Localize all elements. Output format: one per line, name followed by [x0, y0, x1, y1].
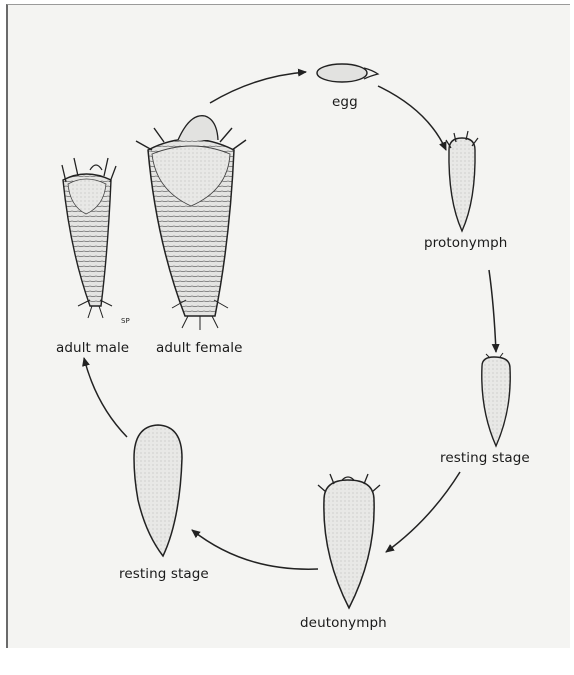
- adult-male-icon: [62, 158, 116, 318]
- arrow-female-to-egg: [210, 72, 306, 103]
- protonymph-label: protonymph: [424, 235, 507, 251]
- resting-stage-right-label: resting stage: [440, 450, 530, 466]
- artist-signature: SP: [121, 317, 130, 325]
- egg-label: egg: [332, 94, 358, 110]
- arrow-deutonymph-to-resting: [192, 530, 318, 569]
- egg-icon: [317, 64, 378, 82]
- resting-stage-right-icon: [482, 353, 510, 446]
- deutonymph-icon: [318, 474, 380, 608]
- arrow-protonymph-to-resting: [489, 270, 496, 352]
- adult-female-icon: [136, 116, 246, 330]
- resting-stage-left-icon: [134, 425, 182, 556]
- resting-stage-left-label: resting stage: [119, 566, 209, 582]
- arrow-egg-to-protonymph: [378, 86, 446, 150]
- adult-male-label: adult male: [56, 340, 129, 356]
- deutonymph-label: deutonymph: [300, 615, 387, 631]
- protonymph-icon: [446, 131, 478, 231]
- arrow-resting-to-male: [84, 358, 127, 437]
- arrow-resting-to-deutonymph: [386, 472, 460, 552]
- adult-female-label: adult female: [156, 340, 242, 356]
